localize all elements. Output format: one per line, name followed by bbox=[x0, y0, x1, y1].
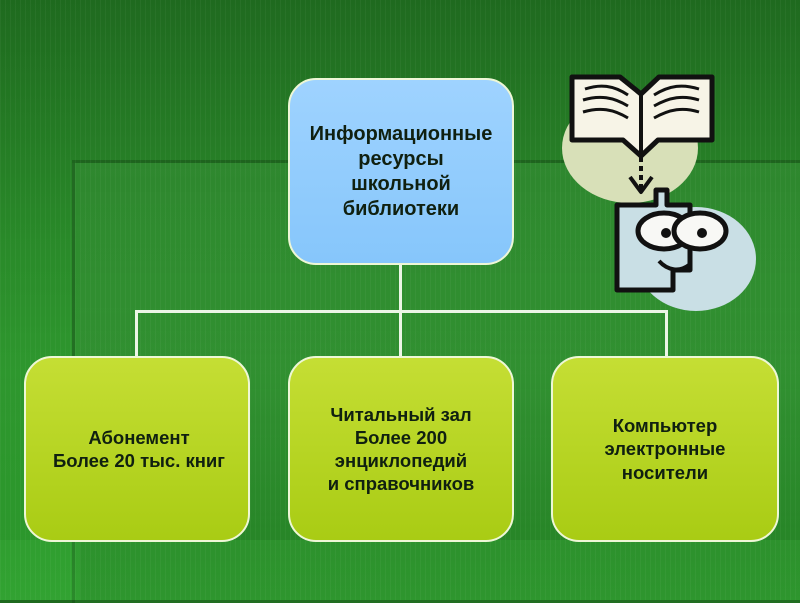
cartoon-face-icon bbox=[614, 187, 756, 311]
child-box-reading-room: Читальный зал Более 200 энциклопедий и с… bbox=[288, 356, 514, 542]
arrow-down-icon bbox=[628, 157, 654, 194]
child-box-reading-room-text: Читальный зал Более 200 энциклопедий и с… bbox=[327, 403, 475, 495]
child-box-loan: Абонемент Более 20 тыс. книг bbox=[24, 356, 250, 542]
child-box-computer-media: Компьютер электронные носители bbox=[551, 356, 779, 542]
root-box: Информационные ресурсы школьной библиоте… bbox=[288, 78, 514, 265]
background-bottom-band bbox=[0, 540, 800, 600]
open-book-icon bbox=[562, 74, 715, 203]
connector-vertical-right bbox=[665, 310, 668, 356]
child-box-computer-media-text: Компьютер электронные носители bbox=[604, 415, 726, 483]
connector-vertical-left bbox=[135, 310, 138, 356]
connector-vertical-middle bbox=[399, 310, 402, 356]
connector-vertical-root bbox=[399, 265, 402, 311]
root-box-text: Информационные ресурсы школьной библиоте… bbox=[309, 122, 493, 220]
library-illustration bbox=[555, 60, 770, 322]
child-box-loan-text: Абонемент Более 20 тыс. книг bbox=[52, 426, 226, 471]
